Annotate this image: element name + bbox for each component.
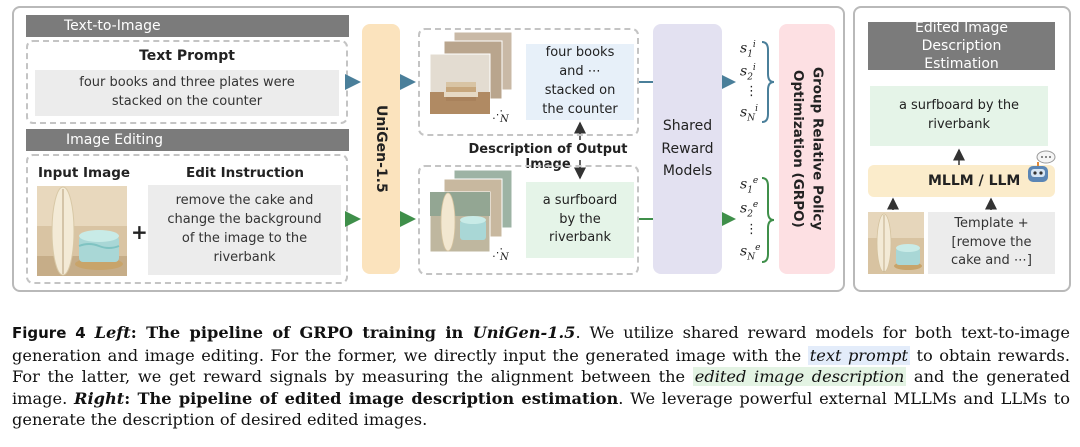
edit-header-text: Image Editing <box>66 132 164 148</box>
edit-header: Image Editing <box>26 129 349 151</box>
t2i-description: four books and ⋯ stacked on the counter <box>526 44 634 120</box>
score-i-1: s1i <box>740 40 756 60</box>
grpo-box: Group Relative Policy Optimization (GRPO… <box>779 24 835 274</box>
caption-right-title: : The pipeline of edited image descripti… <box>124 388 619 408</box>
caption-right-label: Right <box>74 388 125 408</box>
t2i-ellipsis: ⋰ <box>492 108 503 121</box>
right-header: Edited Image Description Estimation <box>868 20 1055 72</box>
score-e-n: sNe <box>740 243 761 263</box>
figure-caption: Figure 4 Left: The pipeline of GRPO trai… <box>12 322 1070 431</box>
caption-model-name: UniGen-1.5 <box>472 323 576 342</box>
reward-box: Shared Reward Models <box>653 24 722 274</box>
mllm-box: MLLM / LLM <box>868 165 1055 197</box>
grpo-label: Group Relative Policy Optimization (GRPO… <box>790 67 826 231</box>
caption-hl-edited-desc: edited image description <box>692 367 907 387</box>
edit-output-images <box>429 170 513 253</box>
caption-fig-label: Figure 4 <box>12 324 86 342</box>
score-e-dots: ⋮ <box>745 222 758 237</box>
mllm-label: MLLM / LLM <box>928 173 1021 189</box>
reward-label: Shared Reward Models <box>661 118 714 180</box>
t2i-n: N <box>500 114 509 125</box>
robot-icon <box>1028 150 1056 182</box>
t2i-output-group <box>418 28 639 136</box>
edit-output-group <box>418 165 639 275</box>
template-text: Template + [remove the cake and ⋯] <box>928 212 1055 274</box>
right-output: a surfboard by the riverbank <box>870 86 1048 146</box>
score-i-2: s2i <box>740 63 756 83</box>
caption-left-title: : The pipeline of GRPO training in <box>130 323 473 342</box>
edit-ellipsis: ⋰ <box>492 246 503 259</box>
text-prompt-label: Text Prompt <box>139 48 235 64</box>
caption-p4: . We leverage powerful external MLLMs an… <box>12 388 1070 430</box>
input-image-label: Input Image <box>37 165 131 181</box>
input-image <box>37 186 127 276</box>
caption-p1: . We utilize shared reward models for bo… <box>12 323 1070 365</box>
score-i-n: sNi <box>740 104 758 124</box>
score-e-2: s2e <box>740 200 759 220</box>
unigen-box: UniGen-1.5 <box>362 24 400 274</box>
t2i-header-text: Text-to-Image <box>64 18 161 34</box>
template-image <box>868 212 924 274</box>
text-prompt: four books and three plates were stacked… <box>35 70 339 116</box>
caption-p2: to obtain rewards. For the latter, we ge… <box>12 345 1070 387</box>
edit-instruction: remove the cake and change the backgroun… <box>148 185 341 275</box>
edit-instruction-label: Edit Instruction <box>185 165 305 181</box>
edit-n: N <box>500 252 509 263</box>
caption-left-label: Left <box>94 323 131 342</box>
edit-description: a surfboard by the riverbank <box>526 182 634 258</box>
desc-label: Description of Output Image <box>468 142 628 172</box>
plus-sign: + <box>131 220 148 244</box>
t2i-output-images <box>429 32 513 115</box>
score-i-dots: ⋮ <box>745 84 758 99</box>
caption-p3: and the generated image. <box>12 367 1070 408</box>
t2i-header: Text-to-Image <box>26 15 349 37</box>
right-header-text: Edited Image Description Estimation <box>915 19 1008 73</box>
caption-hl-text-prompt: text prompt <box>807 345 911 365</box>
score-e-1: s1e <box>740 176 759 196</box>
unigen-label: UniGen-1.5 <box>373 105 389 193</box>
